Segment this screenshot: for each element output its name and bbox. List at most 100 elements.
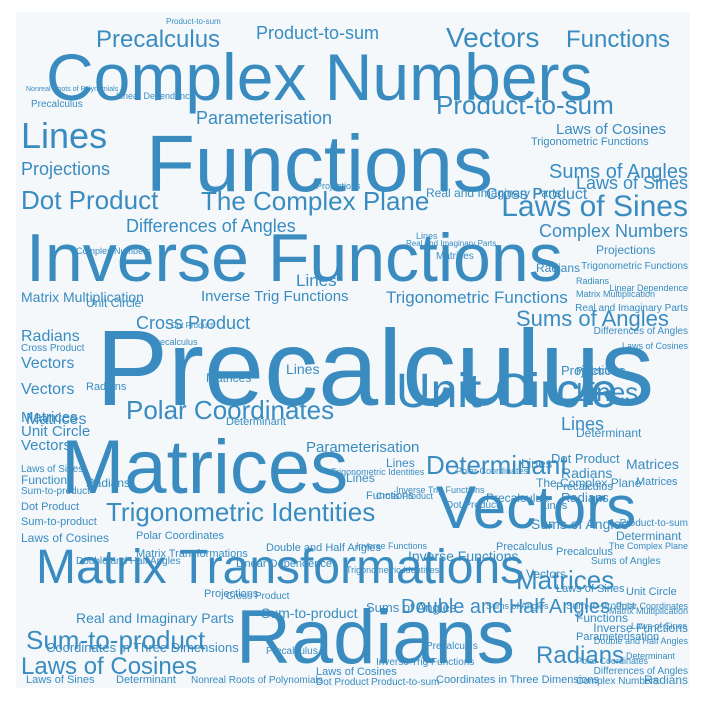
cloud-word: Trigonometric Identities	[346, 565, 440, 575]
cloud-word: Inverse Trig Functions	[396, 485, 485, 495]
cloud-word: Double and Half Angles	[76, 556, 181, 567]
cloud-word: Matrices	[26, 411, 87, 428]
cloud-word: Determinant	[426, 450, 568, 480]
cloud-word: Polar Coordinates	[576, 656, 649, 666]
cloud-word: Product-to-sum	[371, 677, 440, 688]
cloud-word: Differences of Angles	[126, 216, 296, 236]
cloud-word: Trigonometric Functions	[581, 261, 688, 272]
cloud-word: Product-to-sum	[256, 23, 380, 43]
cloud-word: Radians	[236, 595, 515, 680]
cloud-word: Precalculus	[31, 99, 83, 110]
cloud-word: Projections	[21, 159, 111, 179]
cloud-word: Laws of Cosines	[21, 531, 110, 545]
cloud-word: Radians	[86, 381, 127, 393]
cloud-word: Polar Coordinates	[615, 601, 688, 611]
cloud-word: Sums of Angles	[531, 516, 629, 532]
cloud-word: Sums of Angles	[486, 601, 549, 611]
cloud-word: Trigonometric Identities	[331, 467, 425, 477]
cloud-word: Inverse Functions	[356, 541, 428, 551]
cloud-word: Dot Product	[446, 500, 499, 511]
cloud-word: Polar Coordinates	[126, 395, 335, 425]
cloud-word: Inverse Trig Functions	[376, 657, 475, 668]
cloud-word: Vectors	[436, 474, 637, 541]
cloud-word: Coordinates in Three Dimensions	[436, 674, 600, 686]
cloud-word: Sum-to-product	[26, 625, 206, 655]
cloud-word: Precalculus	[96, 26, 221, 53]
cloud-word: Projections	[561, 363, 626, 378]
cloud-word: Functions	[21, 473, 74, 487]
cloud-word: Determinant	[576, 426, 642, 440]
cloud-word: Matrices	[436, 251, 474, 262]
cloud-word: Nonreal Roots of Polynomials	[191, 675, 323, 686]
cloud-word: Projections	[576, 366, 626, 377]
cloud-word: Sum-to-product	[21, 486, 90, 497]
cloud-word: Inverse Trig Functions	[201, 288, 349, 305]
cloud-word: Radians	[643, 673, 688, 687]
cloud-word: Vectors	[21, 437, 72, 454]
cloud-word: Radians	[536, 642, 625, 669]
cloud-word: Radians	[536, 261, 581, 275]
cloud-word: Lines	[576, 377, 639, 407]
cloud-word: Lines	[286, 361, 320, 377]
cloud-word: Unit Circle	[21, 423, 91, 440]
cloud-word: Laws of Sines	[26, 674, 95, 686]
cloud-word: Linear Dependence	[116, 91, 195, 101]
cloud-word: Laws of Cosines	[316, 666, 397, 678]
cloud-word: Linear Dependence	[609, 283, 688, 293]
cloud-word: Vectors	[526, 567, 567, 581]
cloud-word: Matrices	[21, 409, 78, 426]
cloud-word: Radians	[576, 276, 610, 286]
cloud-word: Trigonometric Functions	[386, 288, 568, 307]
cloud-word: Precalculus	[496, 541, 553, 553]
cloud-word: Trigonometric Functions	[531, 136, 649, 148]
cloud-word: Determinant	[116, 674, 176, 686]
cloud-word: Precalculus	[426, 641, 478, 652]
cloud-word: Matrix Multiplication	[608, 606, 688, 616]
cloud-word: Determinant	[626, 651, 676, 661]
cloud-word: Double and Half Angles	[593, 636, 688, 646]
cloud-word: Laws of Cosines	[556, 121, 667, 138]
cloud-word: Lines	[416, 231, 438, 241]
cloud-word: Lines	[521, 456, 553, 471]
cloud-word: Matrix Multiplication	[21, 289, 144, 305]
cloud-word: Laws of Cosines	[621, 341, 688, 351]
cloud-word: Precalculus	[486, 491, 549, 505]
cloud-word: Unit Circle	[86, 296, 142, 310]
cloud-word: Radians	[561, 490, 609, 505]
cloud-word: Radians	[21, 328, 80, 345]
cloud-word: Dot Product	[21, 501, 80, 513]
cloud-word: Complex Numbers	[538, 221, 688, 241]
cloud-word: Matrices	[206, 371, 252, 385]
cloud-word: Lines	[541, 500, 568, 512]
cloud-word: Sums of Angles	[549, 161, 688, 183]
cloud-word: Coordinates in Three Dimensions	[46, 640, 239, 655]
cloud-word: Inverse Functions	[593, 621, 688, 635]
cloud-word: Functions	[576, 611, 629, 625]
cloud-word: Determinant	[226, 416, 286, 428]
cloud-word: Real and Imaginary Parts	[426, 186, 562, 200]
cloud-word: Double and Half Angles	[266, 542, 381, 554]
cloud-word: Cross Product	[486, 186, 588, 203]
cloud-word: Laws of Cosines	[21, 653, 198, 680]
cloud-word: Cross Product	[21, 343, 85, 354]
cloud-word: Sums of Angles	[516, 306, 669, 331]
cloud-word: Laws of Sines	[556, 583, 625, 595]
cloud-word: Trigonometric Identities	[106, 497, 376, 527]
cloud-word: Real and Imaginary Parts	[575, 303, 688, 314]
cloud-word: Inverse Functions	[26, 220, 563, 296]
cloud-word: Matrices	[626, 456, 679, 472]
cloud-word: Cross Product	[376, 491, 434, 501]
cloud-word: Double and Half Angles	[401, 596, 611, 618]
cloud-word: Parameterisation	[576, 631, 660, 643]
cloud-word: Projections	[596, 243, 656, 257]
cloud-word: Product-to-sum	[619, 518, 688, 529]
cloud-word: Projections	[204, 588, 259, 600]
cloud-word: Functions	[566, 26, 671, 53]
cloud-word: Parameterisation	[306, 439, 420, 456]
cloud-word: Complex Numbers	[46, 40, 593, 114]
cloud-word: Laws of Sines	[21, 464, 84, 475]
cloud-word: The Complex Plane	[608, 541, 688, 551]
cloud-word: Matrices	[61, 425, 349, 510]
cloud-word: Product-to-sum	[166, 17, 221, 26]
